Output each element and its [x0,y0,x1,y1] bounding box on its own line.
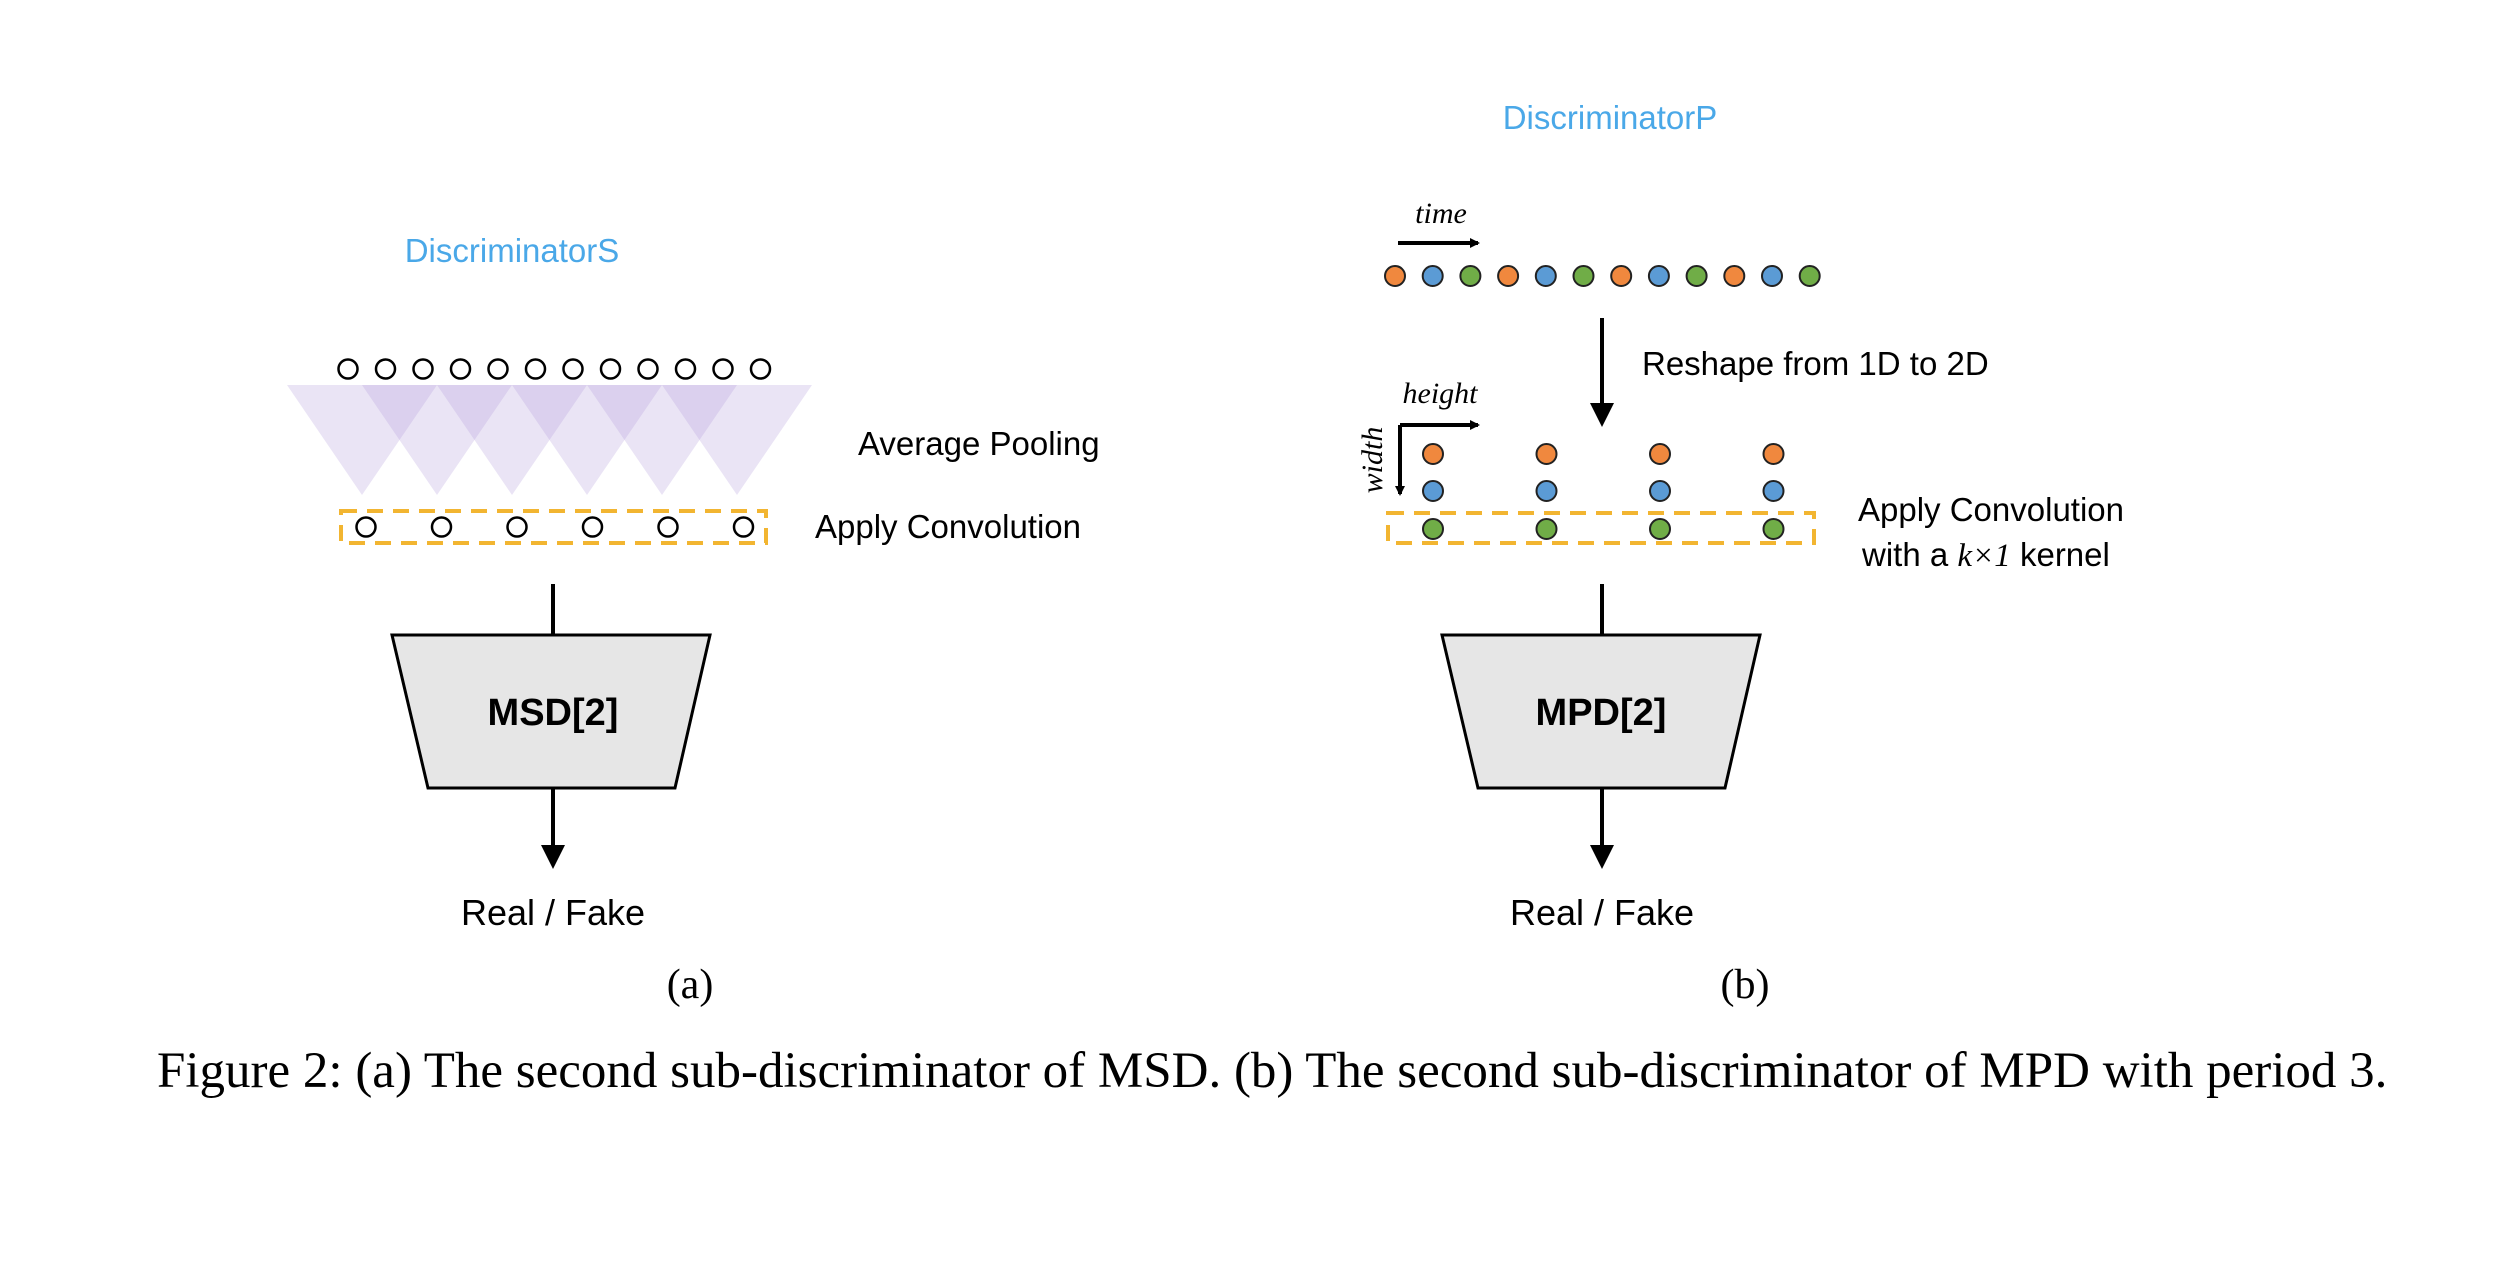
sequence-sample [1572,265,1595,287]
mpd-block-label: MPD[2] [1536,692,1667,734]
pooled-sample [430,516,453,538]
input-sample [337,358,359,380]
kernel-size-math: k×1 [1957,538,2010,574]
pooled-sample [732,516,755,538]
grid-sample [1422,480,1444,502]
input-sample [674,358,697,380]
sequence-sample [1610,265,1633,287]
grid-sample [1535,480,1558,502]
panel-b-conv-label-line1: Apply Convolution [1858,491,2124,528]
panel-b: DiscriminatorP time Reshape from 1D to 2… [1356,99,2124,1008]
panel-b-input-sequence [1384,265,1821,287]
pooling-window [662,385,812,495]
pooling-window [362,385,512,495]
input-sample [749,358,772,380]
panel-a-title: DiscriminatorS [405,232,620,269]
grid-sample [1762,480,1785,502]
input-sample [449,358,472,380]
input-sample [412,358,434,380]
sequence-sample [1384,265,1406,287]
pooling-window [587,385,737,495]
grid-sample [1535,443,1558,465]
panel-a-conv-label: Apply Convolution [815,508,1081,545]
time-label: time [1415,197,1467,230]
pooling-window [512,385,662,495]
input-sample [487,358,509,380]
panel-a-input-samples [337,358,772,380]
grid-sample [1535,518,1558,540]
panel-a-output-label: Real / Fake [461,892,645,933]
grid-sample [1649,443,1671,465]
sequence-sample [1534,265,1557,287]
panel-a-pooled-samples [355,516,755,538]
width-label: width [1356,427,1389,494]
height-label: height [1403,377,1479,410]
conv-label-pre: with a [1861,536,1957,573]
pooled-sample [355,516,377,538]
panel-b-reshaped-grid [1422,443,1785,540]
grid-sample [1762,443,1785,465]
grid-sample [1422,518,1444,540]
pooling-window [437,385,587,495]
panel-b-title: DiscriminatorP [1503,99,1718,136]
grid-sample [1422,443,1444,465]
average-pooling-windows [287,385,812,495]
input-sample [562,358,584,380]
sequence-sample [1421,265,1444,287]
panel-a-conv-box [339,509,768,545]
conv-label-post: kernel [2011,536,2110,573]
panel-b-sublabel: (b) [1721,962,1770,1008]
average-pooling-label: Average Pooling [858,425,1100,462]
sequence-sample [1761,265,1783,287]
sequence-sample [1685,265,1708,287]
panel-b-output-label: Real / Fake [1510,892,1694,933]
panel-a-sublabel: (a) [667,962,714,1008]
panel-a: DiscriminatorS Average Pooling Apply Con… [287,232,1100,1008]
panel-b-conv-label-line2: with a k×1 kernel [1861,536,2110,574]
pooled-sample [506,516,528,538]
sequence-sample [1459,265,1482,287]
pooled-sample [657,516,679,538]
msd-block-label: MSD[2] [488,692,619,734]
grid-sample [1762,518,1785,540]
input-sample [524,358,547,380]
grid-sample [1649,518,1671,540]
sequence-sample [1723,265,1746,287]
input-sample [374,358,397,380]
sequence-sample [1798,265,1821,287]
pooled-sample [581,516,604,538]
input-sample [599,358,622,380]
reshape-label: Reshape from 1D to 2D [1642,345,1989,382]
panel-b-conv-box [1386,511,1816,545]
pooling-window [287,385,437,495]
mpd-block: MPD[2] [1440,633,1762,790]
figure-caption: Figure 2: (a) The second sub-discriminat… [157,1043,2388,1099]
input-sample [637,358,659,380]
sequence-sample [1647,265,1670,287]
grid-sample [1649,480,1671,502]
sequence-sample [1497,265,1520,287]
msd-block: MSD[2] [390,633,712,790]
input-sample [712,358,734,380]
